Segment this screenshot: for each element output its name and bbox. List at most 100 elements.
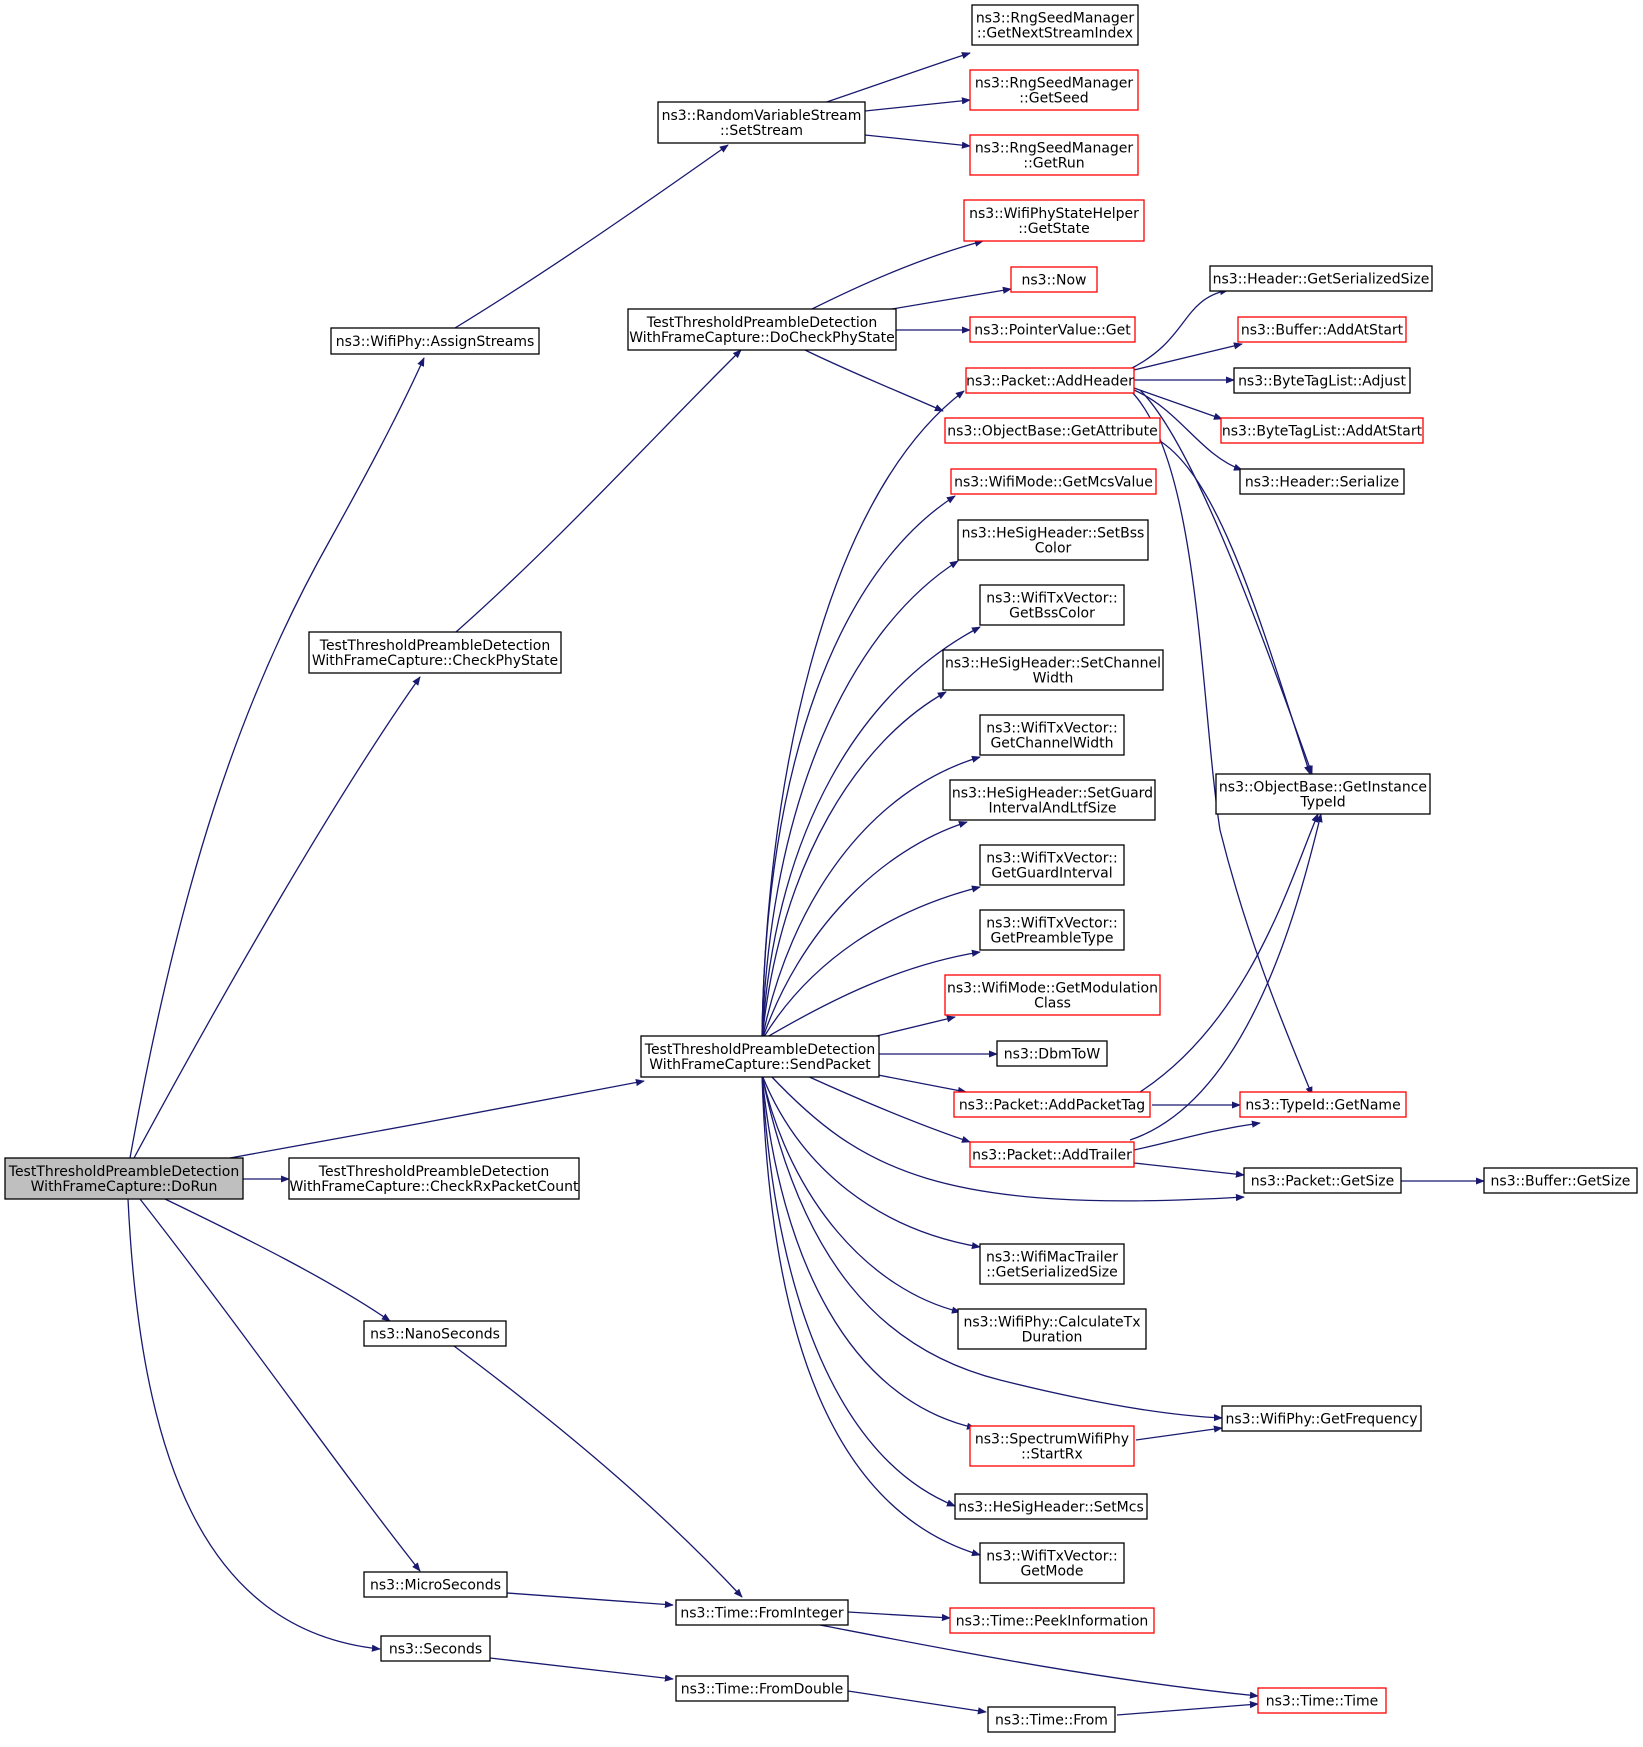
node-wifimactrailer[interactable]: ns3::WifiMacTrailer::GetSerializedSize — [979, 1243, 1125, 1285]
node-peekinformation[interactable]: ns3::Time::PeekInformation — [949, 1607, 1155, 1634]
edge-addtrailer-getinstancetypeid — [1129, 813, 1323, 1141]
node-label: ::GetState — [1018, 221, 1089, 237]
node-box — [4, 1157, 244, 1200]
edge-seconds-fromdouble — [489, 1657, 674, 1682]
node-docheckphystate[interactable]: TestThresholdPreambleDetectionWithFrameC… — [627, 308, 897, 351]
node-getfrequency[interactable]: ns3::WifiPhy::GetFrequency — [1221, 1405, 1422, 1432]
node-pointervalueget[interactable]: ns3::PointerValue::Get — [969, 316, 1136, 343]
node-dbmtow[interactable]: ns3::DbmToW — [996, 1040, 1108, 1067]
node-typeidgetname[interactable]: ns3::TypeId::GetName — [1239, 1091, 1407, 1118]
node-getbsscolor[interactable]: ns3::WifiTxVector::GetBssColor — [979, 584, 1125, 626]
node-fromdouble[interactable]: ns3::Time::FromDouble — [675, 1675, 849, 1702]
node-getpreambletype[interactable]: ns3::WifiTxVector::GetPreambleType — [979, 909, 1125, 951]
edge-nanoseconds-frominteger — [449, 1342, 743, 1598]
edge-sendpacket-getpreambletype — [761, 949, 981, 1041]
node-dorun[interactable]: TestThresholdPreambleDetectionWithFrameC… — [4, 1157, 244, 1200]
node-box — [954, 1493, 1148, 1520]
node-getseed[interactable]: ns3::RngSeedManager::GetSeed — [969, 69, 1139, 111]
node-seconds[interactable]: ns3::Seconds — [380, 1635, 491, 1662]
node-label: Class — [1034, 996, 1071, 1012]
node-label: ns3::RngSeedManager — [975, 141, 1134, 157]
edge-addheader-headergetserializedsize — [1127, 288, 1229, 371]
node-setguardinterval[interactable]: ns3::HeSigHeader::SetGuardIntervalAndLtf… — [949, 779, 1156, 821]
node-box — [1243, 1167, 1402, 1194]
node-addheader[interactable]: ns3::Packet::AddHeader — [965, 367, 1135, 394]
node-label: ns3::Now — [1022, 273, 1087, 289]
node-box — [1215, 773, 1431, 815]
node-assignstreams[interactable]: ns3::WifiPhy::AssignStreams — [330, 327, 540, 355]
node-label: ns3::Packet::AddHeader — [966, 374, 1134, 390]
edge-microseconds-frominteger — [506, 1592, 674, 1609]
edge-sendpacket-setmcs — [761, 1074, 956, 1507]
node-timefrom[interactable]: ns3::Time::From — [987, 1706, 1116, 1733]
node-startrx[interactable]: ns3::SpectrumWifiPhy::StartRx — [969, 1425, 1135, 1467]
node-label: ns3::ObjectBase::GetInstance — [1219, 780, 1427, 796]
node-headerserialize[interactable]: ns3::Header::Serialize — [1239, 468, 1405, 495]
node-timetime[interactable]: ns3::Time::Time — [1257, 1687, 1387, 1714]
node-label: ns3::Buffer::GetSize — [1491, 1174, 1631, 1190]
node-label: IntervalAndLtfSize — [989, 801, 1117, 817]
node-label: ::StartRx — [1021, 1447, 1083, 1463]
node-box — [944, 974, 1161, 1016]
edge-sendpacket-getchannelwidth — [761, 755, 981, 1041]
node-box — [330, 327, 540, 355]
edge-addheader-bytetaglistaddatstart — [1133, 387, 1223, 420]
node-addtrailer[interactable]: ns3::Packet::AddTrailer — [969, 1141, 1135, 1168]
node-setmcs[interactable]: ns3::HeSigHeader::SetMcs — [954, 1493, 1148, 1520]
edge-setstream-getnextstreamindex — [817, 52, 971, 106]
node-microseconds[interactable]: ns3::MicroSeconds — [363, 1571, 508, 1598]
node-box — [969, 134, 1139, 176]
node-addpackettag[interactable]: ns3::Packet::AddPacketTag — [953, 1091, 1151, 1118]
node-getmode[interactable]: ns3::WifiTxVector::GetMode — [979, 1542, 1125, 1584]
node-label: ns3::WifiPhy::CalculateTx — [964, 1315, 1141, 1331]
node-label: ns3::WifiMode::GetMcsValue — [954, 475, 1153, 491]
node-sendpacket[interactable]: TestThresholdPreambleDetectionWithFrameC… — [640, 1035, 880, 1078]
nodes: TestThresholdPreambleDetectionWithFrameC… — [4, 4, 1638, 1733]
node-box — [987, 1706, 1116, 1733]
node-box — [949, 1607, 1155, 1634]
node-box — [1239, 1091, 1407, 1118]
node-headergetserializedsize[interactable]: ns3::Header::GetSerializedSize — [1209, 265, 1433, 292]
node-getrun[interactable]: ns3::RngSeedManager::GetRun — [969, 134, 1139, 176]
node-label: ns3::RngSeedManager — [975, 76, 1134, 92]
node-getstate[interactable]: ns3::WifiPhyStateHelper::GetState — [963, 199, 1145, 242]
node-bytetaglistaddatstart[interactable]: ns3::ByteTagList::AddAtStart — [1220, 417, 1424, 444]
node-label: ns3::Time::From — [995, 1713, 1108, 1729]
node-getattribute[interactable]: ns3::ObjectBase::GetAttribute — [944, 417, 1161, 444]
node-checkrxpacketcount[interactable]: TestThresholdPreambleDetectionWithFrameC… — [288, 1157, 580, 1200]
edge-dorun-sendpacket — [229, 1079, 645, 1159]
node-label: TestThresholdPreambleDetection — [318, 1164, 549, 1180]
node-getchannelwidth[interactable]: ns3::WifiTxVector::GetChannelWidth — [979, 714, 1125, 756]
node-box — [965, 367, 1135, 394]
node-label: ns3::WifiTxVector:: — [986, 851, 1117, 867]
node-label: ns3::Seconds — [389, 1642, 482, 1658]
node-bytetaglistadjust[interactable]: ns3::ByteTagList::Adjust — [1233, 367, 1411, 394]
node-getmcsvalue[interactable]: ns3::WifiMode::GetMcsValue — [950, 468, 1157, 495]
edge-dorun-microseconds — [139, 1198, 421, 1572]
node-bufferaddatstart[interactable]: ns3::Buffer::AddAtStart — [1237, 316, 1407, 343]
node-nanoseconds[interactable]: ns3::NanoSeconds — [363, 1320, 507, 1347]
node-checkphystate[interactable]: TestThresholdPreambleDetectionWithFrameC… — [308, 631, 562, 674]
node-packetgetsize[interactable]: ns3::Packet::GetSize — [1243, 1167, 1402, 1194]
node-box — [1257, 1687, 1387, 1714]
node-label: ns3::Time::FromInteger — [680, 1606, 843, 1622]
edge-sendpacket-wifimactrailer — [761, 1074, 981, 1250]
node-buffergetsize[interactable]: ns3::Buffer::GetSize — [1483, 1167, 1638, 1194]
node-setstream[interactable]: ns3::RandomVariableStream::SetStream — [657, 101, 866, 144]
node-frominteger[interactable]: ns3::Time::FromInteger — [675, 1599, 849, 1626]
node-now[interactable]: ns3::Now — [1010, 266, 1098, 293]
node-getguardinterval[interactable]: ns3::WifiTxVector::GetGuardInterval — [979, 844, 1125, 886]
node-label: TypeId — [1299, 795, 1345, 811]
node-box — [675, 1675, 849, 1702]
node-getnextstreamindex[interactable]: ns3::RngSeedManager::GetNextStreamIndex — [971, 4, 1139, 46]
edge-dorun-nanoseconds — [164, 1198, 391, 1322]
node-box — [640, 1035, 880, 1078]
node-label: ns3::HeSigHeader::SetChannel — [945, 656, 1161, 672]
node-label: ns3::RngSeedManager — [976, 11, 1135, 27]
